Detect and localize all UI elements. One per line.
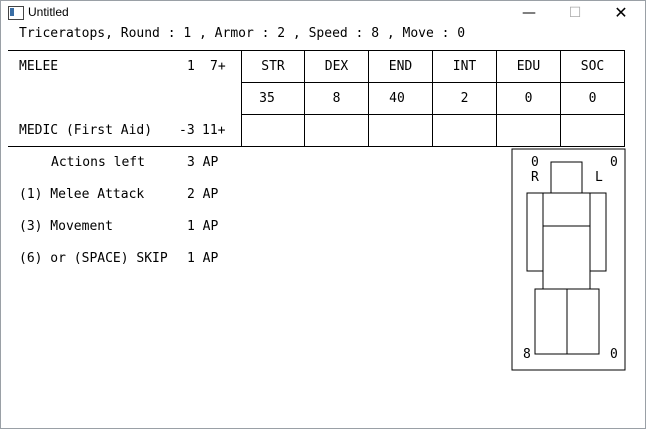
left-leg-box — [566, 288, 600, 355]
head-box — [550, 161, 583, 194]
body-diagram-frame — [511, 148, 626, 371]
action-cost: 1 AP — [187, 219, 219, 234]
skill-target: 11+ — [202, 123, 226, 138]
stats-divider — [304, 50, 305, 147]
stats-divider — [496, 50, 497, 147]
actions-left-label: Actions left — [51, 155, 145, 170]
window-title: Untitled — [28, 5, 69, 19]
skill-target: 7+ — [210, 59, 226, 74]
skill-level: -3 — [179, 123, 195, 138]
skill-name: MELEE — [19, 59, 59, 74]
stats-border — [241, 50, 242, 147]
status-line: Triceratops, Round : 1 , Armor : 2 , Spe… — [19, 26, 466, 41]
body-left-side-label: L — [595, 170, 603, 185]
stat-value-int: 2 — [460, 91, 469, 106]
action-cost: 1 AP — [187, 251, 219, 266]
torso-box — [542, 192, 591, 290]
stat-value-end: 40 — [389, 91, 405, 106]
stats-header-line — [241, 82, 625, 83]
stat-header-soc: SOC — [580, 59, 605, 74]
stats-right-border — [624, 50, 625, 147]
action-skip[interactable]: (6) or (SPACE) SKIP — [19, 251, 168, 266]
maximize-button[interactable]: ☐ — [568, 5, 582, 21]
body-bottom-right-value: 0 — [610, 347, 618, 362]
stat-value-soc: 0 — [588, 91, 597, 106]
left-arm-box — [589, 192, 607, 272]
stats-divider — [560, 50, 561, 147]
stat-header-int: INT — [452, 59, 477, 74]
title-bar[interactable]: Untitled — ☐ ✕ — [1, 1, 645, 25]
stat-header-end: END — [388, 59, 413, 74]
stat-header-edu: EDU — [516, 59, 541, 74]
frame-top-line — [8, 50, 625, 51]
stats-value-line — [241, 114, 625, 115]
stat-header-dex: DEX — [324, 59, 349, 74]
skill-name: MEDIC (First Aid) — [19, 123, 153, 138]
right-leg-box — [534, 288, 568, 355]
stats-divider — [432, 50, 433, 147]
body-right-side-label: R — [531, 170, 539, 185]
skill-level: 1 — [187, 59, 195, 74]
action-cost: 2 AP — [187, 187, 219, 202]
right-arm-box — [526, 192, 544, 272]
body-diagram — [511, 148, 626, 371]
action-movement[interactable]: (3) Movement — [19, 219, 113, 234]
stat-value-dex: 8 — [332, 91, 341, 106]
frame-mid-line — [8, 146, 625, 147]
stat-value-str: 35 — [259, 91, 275, 106]
app-icon — [8, 6, 24, 20]
close-button[interactable]: ✕ — [614, 3, 628, 22]
stat-header-str: STR — [261, 59, 285, 74]
actions-left-value: 3 AP — [187, 155, 219, 170]
body-bottom-left-value: 8 — [523, 347, 531, 362]
minimize-button[interactable]: — — [522, 5, 536, 21]
body-top-right-value: 0 — [610, 155, 618, 170]
stat-value-edu: 0 — [524, 91, 533, 106]
stats-divider — [368, 50, 369, 147]
action-melee-attack[interactable]: (1) Melee Attack — [19, 187, 145, 202]
body-top-left-value: 0 — [531, 155, 539, 170]
